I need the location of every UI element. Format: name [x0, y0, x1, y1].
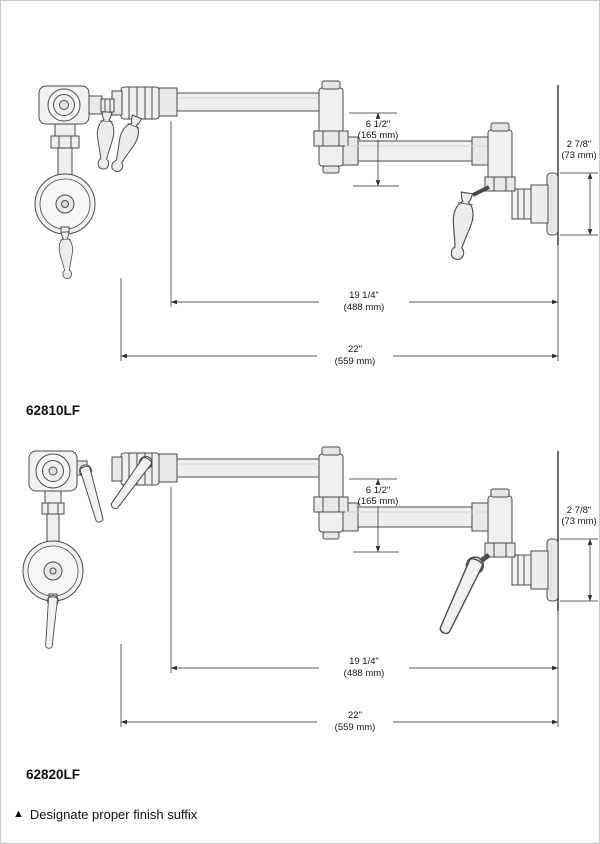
finish-suffix-note-text: Designate proper finish suffix: [29, 807, 198, 822]
dim-escutcheon-mm: (73 mm): [561, 516, 596, 527]
dim-drop-in: 6 1/2": [366, 485, 391, 496]
dim-overall-reach-in: 22": [348, 344, 362, 355]
dim-escutcheon-in: 2 7/8": [567, 505, 592, 516]
finish-warning-icon: ▲: [13, 808, 24, 820]
model-number-62820lf: 62820LF: [26, 767, 81, 782]
side-view-handles-modern: [107, 453, 491, 638]
dimension-labels: 6 1/2" (165 mm) 2 7/8" (73 mm) 19 1/4" (…: [335, 119, 597, 367]
front-view-traditional: [34, 85, 116, 280]
finish-suffix-note: ▲ Designate proper finish suffix: [13, 807, 197, 822]
dim-spout-reach-in: 19 1/4": [349, 656, 379, 667]
side-view-body: [111, 80, 559, 246]
dimension-labels: 6 1/2" (165 mm) 2 7/8" (73 mm) 19 1/4" (…: [335, 485, 597, 733]
dim-escutcheon-mm: (73 mm): [561, 150, 596, 161]
dim-spout-reach-mm: (488 mm): [344, 302, 385, 313]
dim-drop-mm: (165 mm): [358, 130, 399, 141]
front-view-modern: [22, 450, 107, 650]
technical-drawing-62820lf: 6 1/2" (165 mm) 2 7/8" (73 mm) 19 1/4" (…: [22, 446, 600, 733]
dim-overall-reach-mm: (559 mm): [335, 356, 376, 367]
model-number-62810lf: 62810LF: [26, 403, 81, 418]
dim-overall-reach-in: 22": [348, 710, 362, 721]
dim-overall-reach-mm: (559 mm): [335, 722, 376, 733]
side-view-handles-traditional: [106, 113, 490, 262]
dim-spout-reach-mm: (488 mm): [344, 668, 385, 679]
dim-spout-reach-in: 19 1/4": [349, 290, 379, 301]
side-view-body: [111, 446, 559, 612]
dim-escutcheon-in: 2 7/8": [567, 139, 592, 150]
technical-drawing-62810lf: 6 1/2" (165 mm) 2 7/8" (73 mm) 19 1/4" (…: [34, 80, 600, 367]
dim-drop-in: 6 1/2": [366, 119, 391, 130]
dim-drop-mm: (165 mm): [358, 496, 399, 507]
